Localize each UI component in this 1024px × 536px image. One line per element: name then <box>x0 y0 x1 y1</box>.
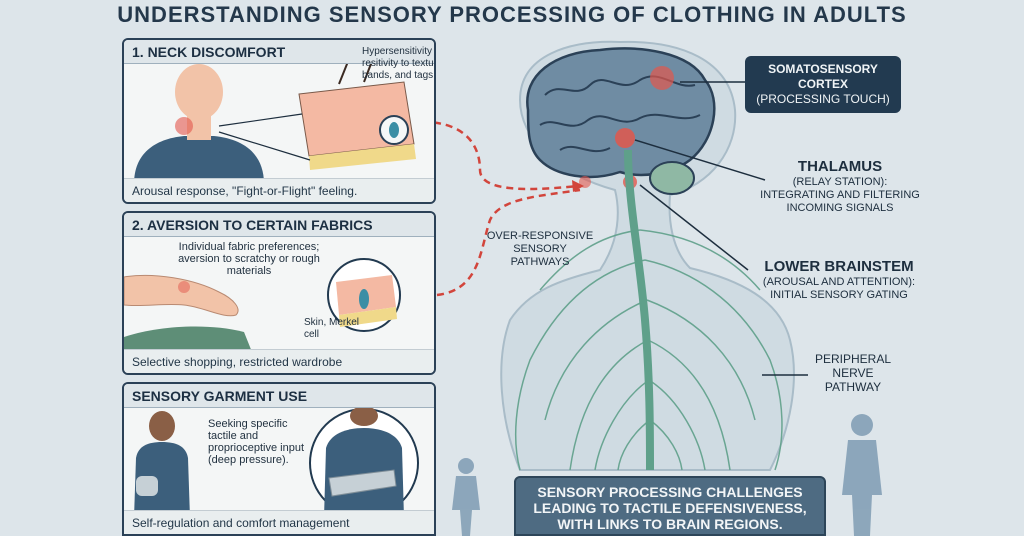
panel-footer: Self-regulation and comfort management <box>124 510 434 534</box>
cortex-hotspot <box>650 66 674 90</box>
merkel-cell <box>359 289 369 309</box>
neck-illustration <box>134 64 416 184</box>
panel-sublabel: Skin, Merkel cell <box>304 317 360 340</box>
brainstem-title: LOWER BRAINSTEM <box>764 258 914 275</box>
brain-shape <box>526 47 716 179</box>
pathways-label: OVER-RESPONSIVE SENSORY PATHWAYS <box>486 230 594 268</box>
panel-sensory-garment: SENSORY GARMENT USE Seeking specific tac… <box>122 382 436 536</box>
brainstem-subtitle: (AROUSAL AND ATTENTION): INITIAL SENSORY… <box>762 276 916 301</box>
somatosensory-cortex-label: SOMATOSENSORY CORTEX (PROCESSING TOUCH) <box>745 56 901 113</box>
panel-description: Hypersensitivity for arioils resitivity … <box>362 46 436 81</box>
thalamus-label: THALAMUS (RELAY STATION): INTEGRATING AN… <box>760 158 920 215</box>
cortex-subtitle: (PROCESSING TOUCH) <box>756 92 890 106</box>
peripheral-nerve-label: PERIPHERAL NERVE PATHWAY <box>814 352 892 394</box>
page-title: UNDERSTANDING SENSORY PROCESSING OF CLOT… <box>117 2 907 27</box>
small-figure-left <box>452 458 480 536</box>
hand-redness <box>178 281 190 293</box>
panel-heading: SENSORY GARMENT USE <box>124 384 434 408</box>
thalamus-subtitle: (RELAY STATION): INTEGRATING AND FILTERI… <box>760 176 920 214</box>
lower-brainstem-label: LOWER BRAINSTEM (AROUSAL AND ATTENTION):… <box>744 258 934 302</box>
panel-footer: Selective shopping, restricted wardrobe <box>124 349 434 373</box>
neck-redness <box>175 117 193 135</box>
panel-neck-discomfort: 1. NECK DISCOMFORT Hypersensitivity for … <box>122 38 436 204</box>
panel-footer: Arousal response, "Fight-or-Flight" feel… <box>124 178 434 202</box>
thalamus-title: THALAMUS <box>797 158 883 175</box>
peripheral-nerves <box>514 229 783 471</box>
panel-heading: 1. NECK DISCOMFORT <box>124 40 434 64</box>
panel-aversion-fabrics: 2. AVERSION TO CERTAIN FABRICS Individua… <box>122 211 436 375</box>
summary-box: SENSORY PROCESSING CHALLENGES LEADING TO… <box>514 476 826 536</box>
cortex-title: SOMATOSENSORY CORTEX <box>768 62 878 91</box>
cerebellum <box>649 161 695 195</box>
small-figure-right <box>842 414 882 536</box>
panel-heading: 2. AVERSION TO CERTAIN FABRICS <box>124 213 434 237</box>
pathway-arrow-1 <box>409 120 579 191</box>
spinal-cord <box>624 149 654 471</box>
panel-description: Seeking specific tactile and propriocept… <box>208 418 305 466</box>
thalamus-hotspot <box>615 128 635 148</box>
pathway-arrow-2 <box>436 188 581 297</box>
panel-description: Individual fabric preferences; aversion … <box>178 241 320 277</box>
